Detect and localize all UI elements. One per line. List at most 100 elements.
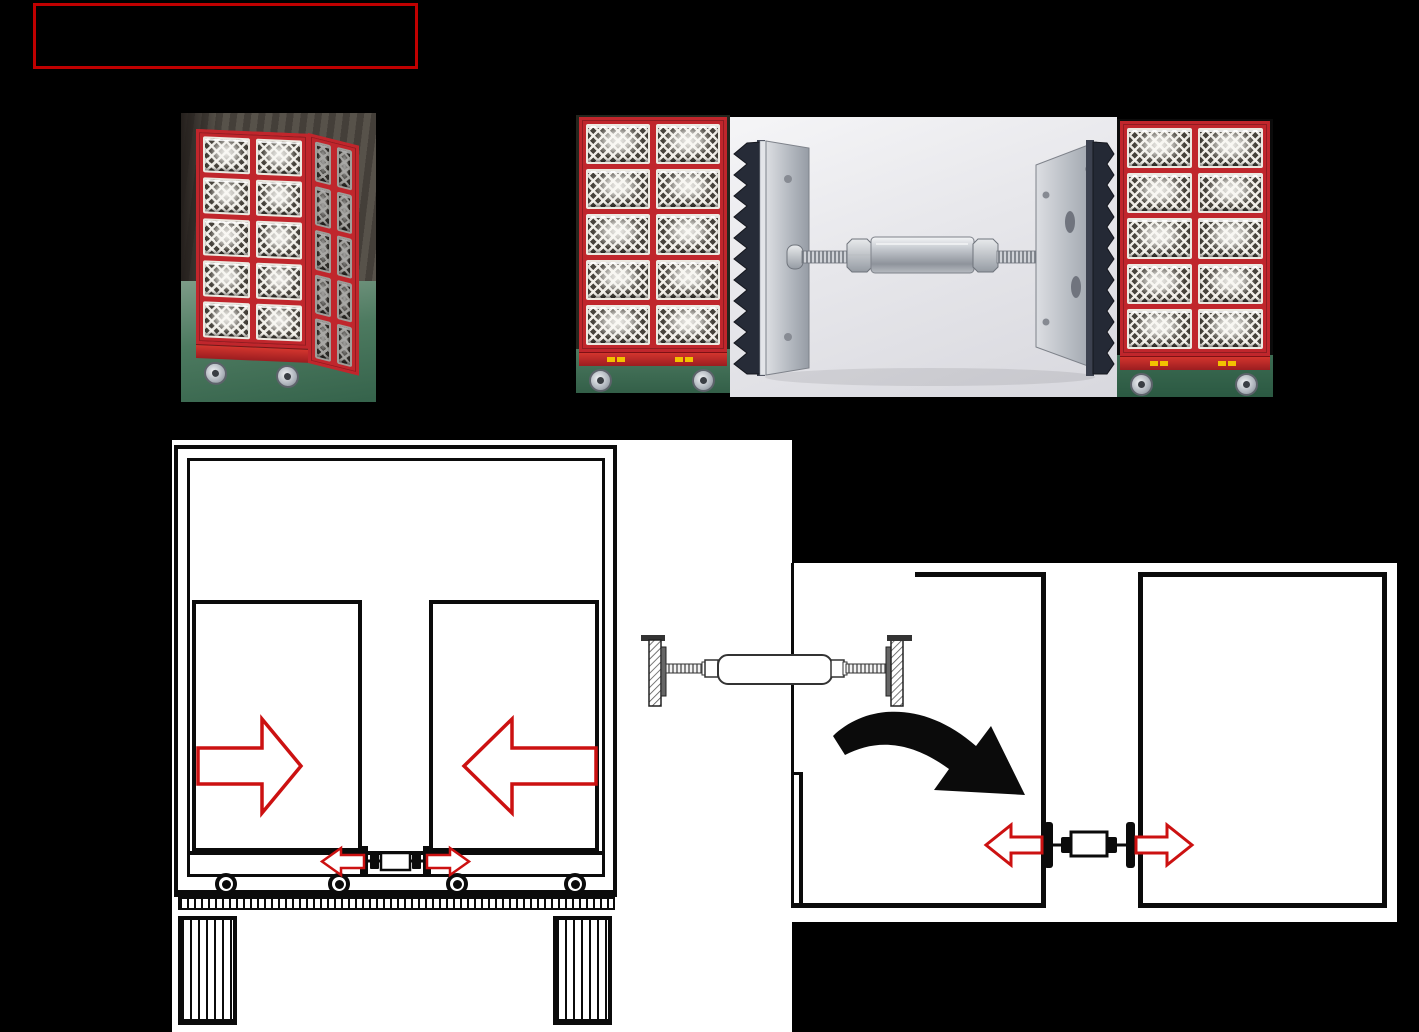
crate [1198,308,1263,349]
crate [336,279,352,323]
crate [1198,263,1263,304]
crate [315,318,331,362]
photo-rollcage-front-right [1117,119,1273,397]
caster-wheel [589,369,612,392]
caster-wheel [276,364,299,389]
crate [203,177,250,216]
crate [315,274,331,318]
crate [1127,308,1192,349]
brace-device-graphic [733,140,1115,386]
detail-leftbox-right-edge [1041,572,1046,908]
crate [1127,263,1192,304]
crate [656,259,720,300]
cargo-box-left [192,600,362,852]
plate-slot [1071,276,1081,298]
crate [255,138,302,177]
crate [1198,218,1263,259]
crate [255,303,302,342]
right-serrated-pad [1092,141,1115,375]
truck-tire-left [178,916,237,1025]
right-threaded-rod [996,250,1042,264]
crate [1198,128,1263,169]
cage-base [579,352,727,366]
title-box [33,3,418,69]
right-pad-backing [1086,140,1094,376]
crate [203,218,250,257]
caster-row [196,358,309,390]
detail-rightbox [1138,572,1387,908]
crate [315,141,331,185]
crate-grid [579,117,727,352]
caster-row [1120,370,1270,397]
truck-tire-right [553,916,612,1025]
crate [1127,128,1192,169]
crate [255,262,302,301]
crate [586,169,650,210]
caster-row [579,366,727,393]
ground-line [174,892,617,897]
plate-slot [1065,211,1075,233]
crate [203,259,250,299]
crate [656,214,720,255]
cage-front-face [196,129,309,390]
crate [336,323,352,368]
reflector [675,357,683,362]
reflector [1150,361,1158,366]
caster-wheel [692,369,715,392]
caster-wheel [1130,373,1153,396]
caster-wheel [204,361,227,386]
crate [586,124,650,165]
crate [1127,218,1192,259]
left-threaded-rod [801,250,850,264]
truck-caster [446,873,468,895]
caster-wheel [1235,373,1258,396]
detail-leftbox-top-edge [915,572,1046,577]
plate-hole [784,175,792,183]
crate [315,185,331,230]
photo-brace-device [730,117,1117,397]
cage-base [1120,356,1270,370]
truck-caster [564,873,586,895]
crate-grid [196,129,309,349]
cage-front [579,117,727,393]
reflector [1218,361,1226,366]
crate [203,136,250,175]
crate-grid [308,133,359,376]
left-plate-edge [759,140,767,376]
crate [656,304,720,345]
reflector [607,357,615,362]
truck-floor-band [187,852,605,877]
detail-leftbox-left-edge [791,563,794,908]
crate [1127,173,1192,214]
crate [255,220,302,260]
truck-caster [328,873,350,895]
crate [255,179,302,219]
crate [586,304,650,345]
left-bolt-head [786,244,804,270]
crate [203,301,250,340]
crate [336,191,352,235]
crate [656,169,720,210]
cargo-box-right [429,600,599,852]
left-serrated-pad [733,141,762,375]
detail-leftbox-inner-edge [799,775,803,906]
crate [315,229,331,274]
photo-rollcage-three-quarter [181,113,376,402]
crate [336,235,352,279]
detail-leftbox-edge-stub [791,772,803,775]
right-hex-nut [972,238,999,273]
crate [586,214,650,255]
crate [336,146,352,191]
crate-grid [1120,121,1270,356]
crate [656,124,720,165]
crate [1198,173,1263,214]
center-pipe [870,236,975,274]
crate [586,259,650,300]
truck-bed-striped-edge [178,897,615,910]
soft-shadow [765,368,1095,386]
plate-hole [1042,318,1050,326]
truck-caster [215,873,237,895]
plate-hole [784,333,792,341]
cage-front [1120,121,1270,397]
